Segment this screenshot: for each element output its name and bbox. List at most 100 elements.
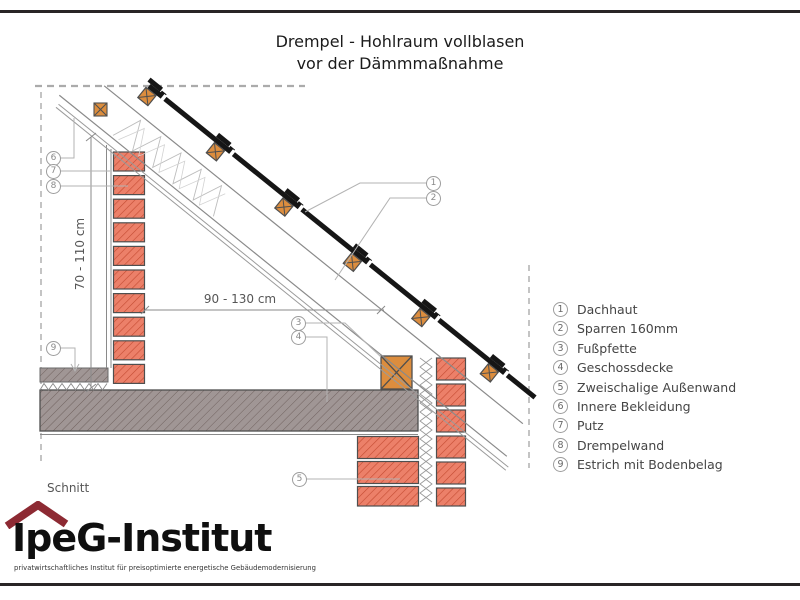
cavity-lattice bbox=[419, 357, 433, 503]
cavity-lattice bbox=[419, 357, 433, 503]
leader-2 bbox=[334, 197, 426, 281]
section-label: Schnitt bbox=[47, 481, 90, 495]
eaves-batten bbox=[93, 102, 108, 117]
outer-leaf-brick bbox=[435, 357, 467, 381]
leader-6 bbox=[60, 118, 75, 159]
tile-overlap-gap bbox=[433, 314, 442, 324]
callout-marker-9: 9 bbox=[46, 341, 61, 356]
drempel-brick bbox=[112, 175, 146, 196]
title-line-2: vor der Dämmmaßnahme bbox=[296, 54, 504, 73]
inner-leaf-brick bbox=[356, 485, 420, 507]
batten-cross bbox=[411, 316, 431, 320]
batten-cross bbox=[480, 371, 499, 375]
leader-lines bbox=[60, 118, 426, 480]
legend-item: 1 Dachhaut bbox=[553, 302, 736, 317]
legend-item-label: Innere Bekleidung bbox=[577, 398, 691, 414]
callout-marker-7: 7 bbox=[46, 164, 61, 179]
outer-leaf-brick bbox=[435, 435, 467, 459]
inner-leaf-brick bbox=[356, 435, 420, 460]
tile-clip bbox=[489, 353, 506, 368]
callout-marker-6: 6 bbox=[46, 151, 61, 166]
legend-item-number: 7 bbox=[553, 418, 568, 434]
tile-clip bbox=[284, 188, 301, 203]
tile-clip bbox=[421, 298, 437, 313]
dim-tick bbox=[376, 305, 386, 315]
dim-tick bbox=[85, 132, 97, 142]
dimension-lines bbox=[85, 132, 386, 393]
leader-3 bbox=[306, 322, 382, 358]
legend-item-number: 1 bbox=[553, 302, 568, 317]
drempel-brick bbox=[112, 316, 146, 337]
inner-leaf-brick bbox=[356, 460, 420, 485]
dim-tick bbox=[85, 383, 97, 393]
roof-assembly bbox=[55, 77, 537, 471]
leader-1 bbox=[304, 182, 426, 213]
legend-item-label: Fußpfette bbox=[577, 340, 637, 356]
legend-item-label: Estrich mit Bodenbelag bbox=[577, 457, 723, 473]
drempel-brick bbox=[112, 198, 146, 219]
masonry-layer bbox=[39, 102, 467, 507]
legend-item: 8 Drempelwand bbox=[553, 437, 736, 453]
drempel-brick bbox=[112, 340, 146, 361]
title-line-1: Drempel - Hohlraum vollblasen bbox=[275, 32, 525, 51]
logo-roof-icon bbox=[4, 501, 69, 529]
legend-item-number: 8 bbox=[553, 437, 568, 453]
callout-marker-1: 1 bbox=[426, 176, 441, 191]
outer-leaf-brick bbox=[435, 487, 467, 507]
batten-cross bbox=[137, 95, 157, 99]
dim-tick bbox=[140, 305, 150, 315]
tile-overlap-gap bbox=[501, 370, 510, 379]
top-rule bbox=[0, 10, 800, 13]
leader-9 bbox=[60, 347, 76, 370]
legend-item-label: Zweischalige Außenwand bbox=[577, 379, 737, 395]
outer-leaf-brick bbox=[435, 383, 467, 407]
drempel-brick bbox=[112, 363, 146, 384]
drempel-brick bbox=[112, 222, 146, 243]
legend-item: 5 Zweischalige Außenwand bbox=[553, 379, 737, 395]
page-title: Drempel - Hohlraum vollblasen vor der Dä… bbox=[0, 31, 800, 75]
tile-overlap-gap bbox=[364, 259, 373, 269]
tile-clip bbox=[147, 77, 164, 92]
dimension-knee-width: 90 - 130 cm bbox=[203, 292, 277, 306]
floor-slab bbox=[39, 389, 419, 432]
legend-item-number: 3 bbox=[553, 340, 568, 356]
callout-marker-3: 3 bbox=[291, 316, 306, 331]
legend-item-number: 5 bbox=[553, 379, 568, 395]
legend-item: 6 Innere Bekleidung bbox=[553, 398, 736, 414]
bottom-rule bbox=[0, 583, 800, 586]
callout-marker-4: 4 bbox=[291, 330, 306, 345]
tile-overlap-gap bbox=[296, 204, 305, 213]
drempel-brick bbox=[112, 245, 146, 266]
legend-item: 4 Geschossdecke bbox=[553, 360, 736, 376]
blown-insulation-hatch bbox=[112, 119, 223, 217]
logo-tagline: privatwirtschaftliches Institut für prei… bbox=[14, 564, 316, 572]
outer-leaf-brick bbox=[435, 461, 467, 485]
batten-cross bbox=[206, 150, 225, 154]
legend-item-number: 2 bbox=[553, 321, 568, 337]
legend-item-number: 6 bbox=[553, 398, 568, 414]
leader-9-arrow bbox=[70, 363, 80, 373]
legend-item: 3 Fußpfette bbox=[553, 340, 736, 356]
lining-line-1 bbox=[58, 103, 509, 468]
drempel-brick bbox=[112, 293, 146, 314]
legend-item-label: Geschossdecke bbox=[577, 360, 674, 376]
roof-skin-line bbox=[147, 84, 537, 400]
dimension-wall-height: 70 - 110 cm bbox=[73, 217, 87, 291]
callout-marker-5: 5 bbox=[292, 472, 307, 487]
drempel-brick bbox=[112, 269, 146, 290]
foot-purlin bbox=[380, 355, 413, 390]
blown-insulation-hatch bbox=[118, 127, 226, 206]
tile-clip bbox=[215, 132, 232, 147]
logo-wordmark: IpeG-Institut bbox=[12, 516, 272, 560]
legend-item-label: Drempelwand bbox=[577, 437, 665, 453]
tile-overlap-gap bbox=[227, 149, 236, 158]
legend-item-number: 4 bbox=[553, 360, 568, 376]
callout-marker-8: 8 bbox=[46, 179, 61, 194]
legend-item-label: Dachhaut bbox=[577, 302, 638, 317]
lining-line-2 bbox=[55, 106, 507, 471]
